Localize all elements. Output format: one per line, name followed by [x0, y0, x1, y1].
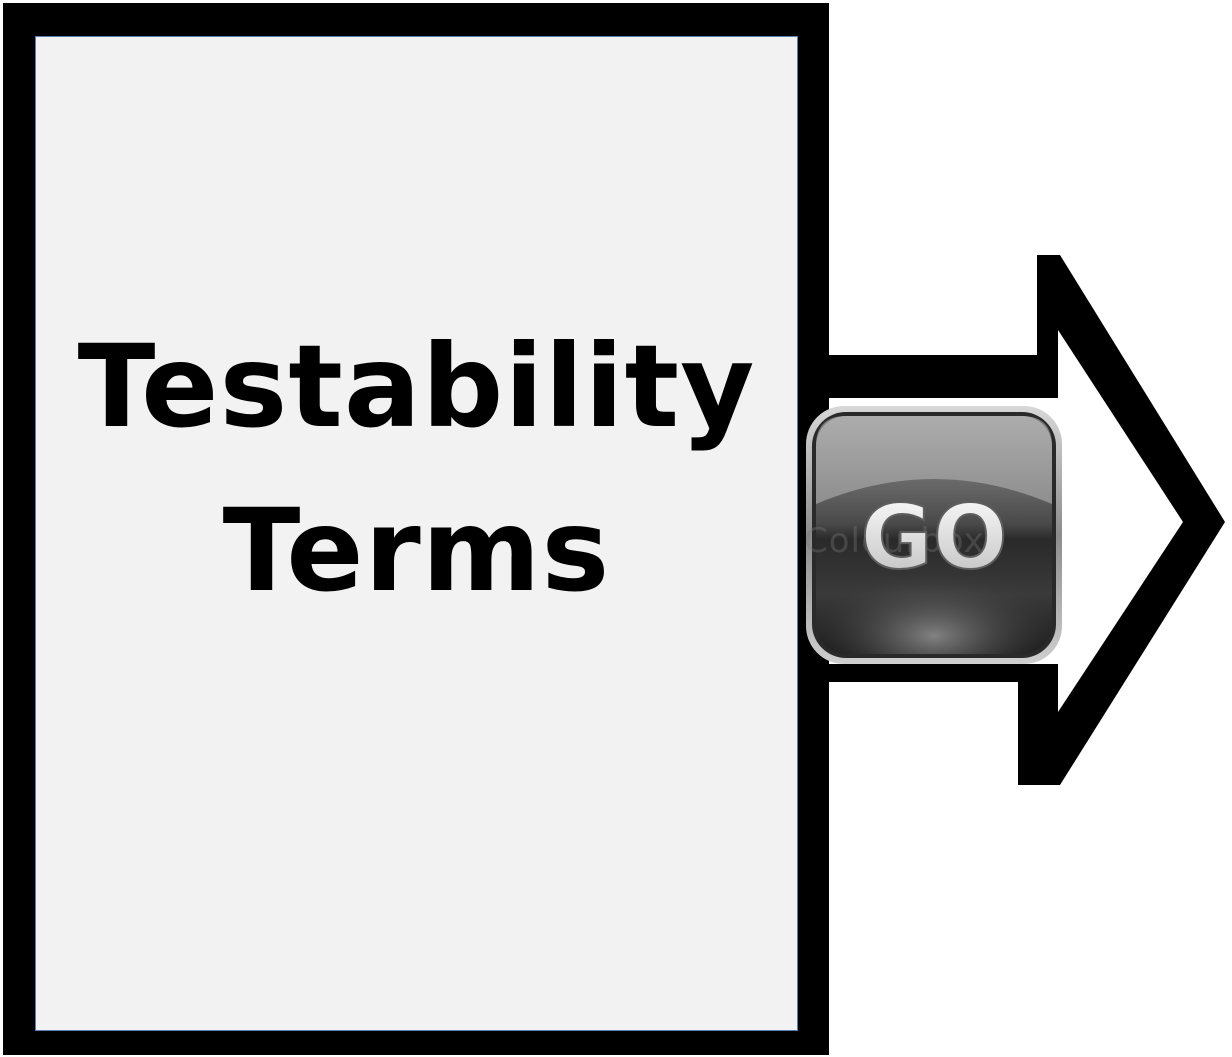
- go-button-label: GO: [860, 486, 1007, 589]
- title-line-1: Testability: [77, 320, 756, 453]
- panel-inner: [35, 36, 798, 1031]
- go-button[interactable]: Colourbox GO: [804, 404, 1064, 666]
- panel-title: Testability Terms: [35, 305, 798, 633]
- watermark-text: Colourbox: [804, 521, 985, 561]
- title-line-2: Terms: [222, 484, 611, 617]
